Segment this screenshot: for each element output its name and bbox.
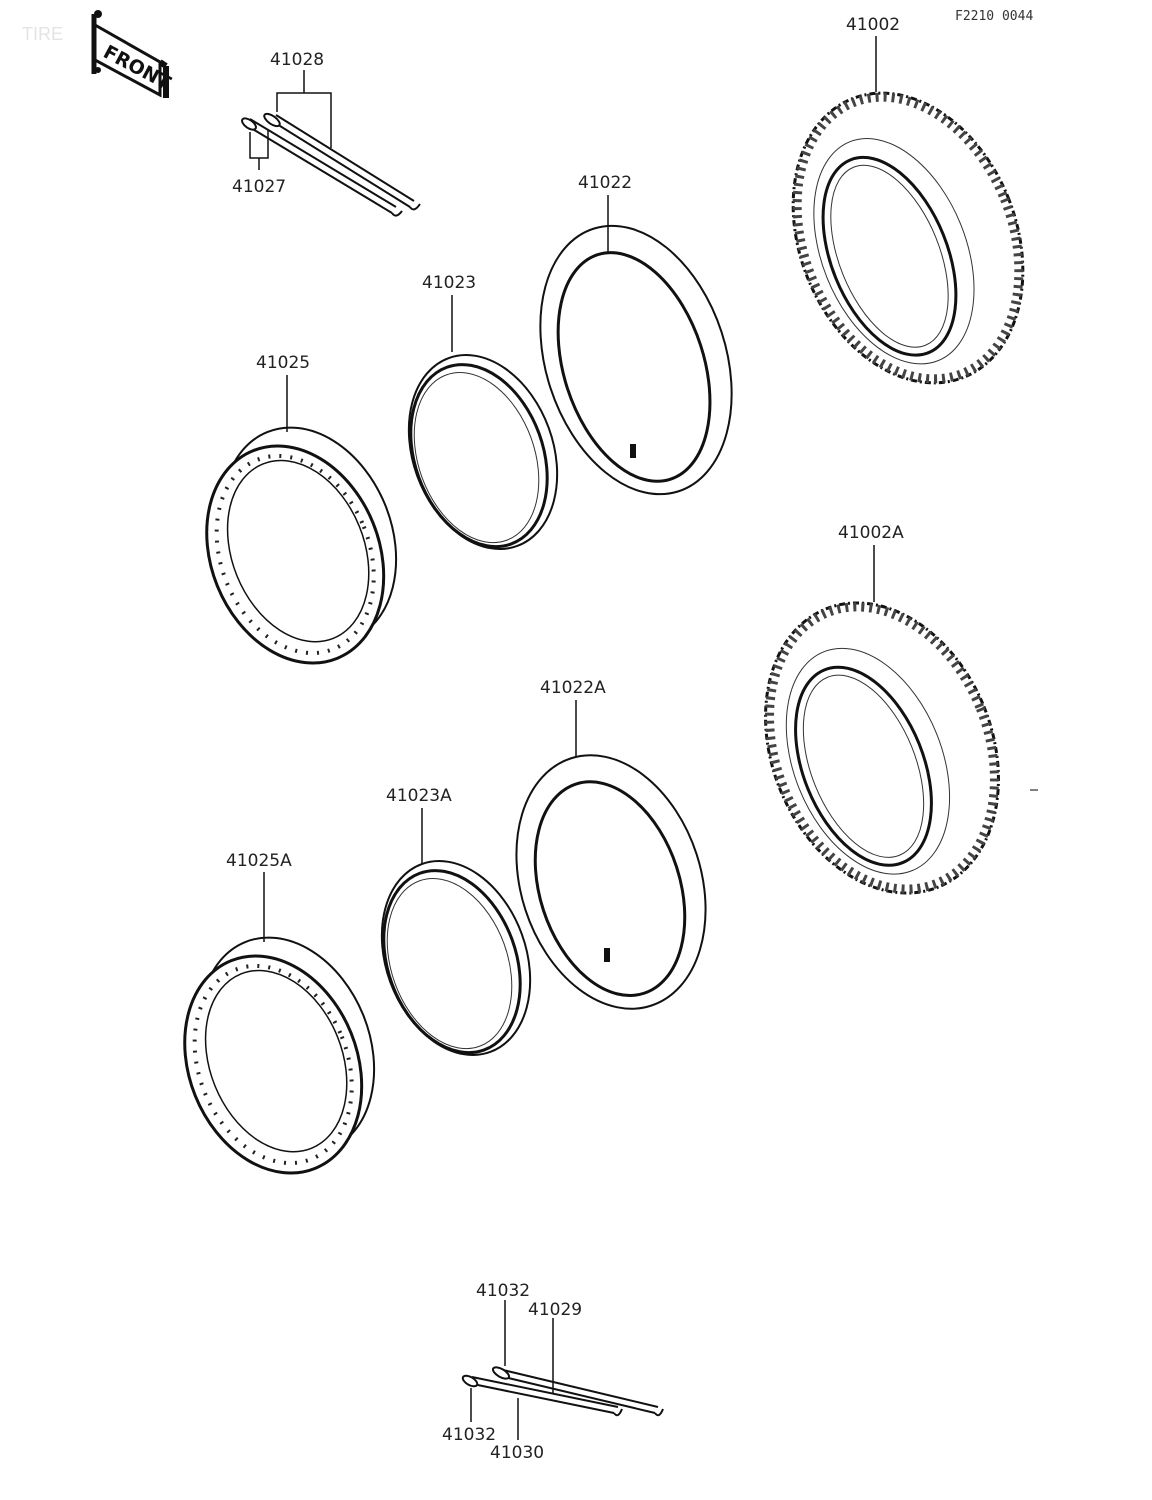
tube-41022 (539, 224, 733, 496)
label-41029: 41029 (528, 1300, 582, 1320)
tire-41002 (791, 91, 1025, 385)
rim-strip-41023 (407, 354, 559, 550)
label-41022: 41022 (578, 173, 632, 193)
watermark-text: TIRE (22, 24, 63, 44)
label-41032-top: 41032 (476, 1281, 530, 1301)
rim-strip-41023A (380, 860, 532, 1056)
label-41022A: 41022A (540, 678, 606, 698)
front-direction-tag: FRONT (91, 10, 174, 98)
label-41002A: 41002A (838, 523, 904, 543)
label-41023A: 41023A (386, 786, 452, 806)
label-41025A: 41025A (226, 851, 292, 871)
label-41030: 41030 (490, 1443, 544, 1463)
tube-41022A (515, 754, 707, 1010)
valve-stem-41022A (604, 948, 610, 962)
spoke-set-lower (461, 1300, 664, 1440)
label-41027: 41027 (232, 177, 286, 197)
rim-41025 (205, 426, 398, 665)
label-41002: 41002 (846, 15, 900, 35)
label-41032-bottom: 41032 (442, 1425, 496, 1445)
figure-code: F2210 0044 (955, 9, 1033, 24)
label-41023: 41023 (422, 273, 476, 293)
rim-41025A (183, 936, 376, 1175)
label-41028: 41028 (270, 50, 324, 70)
tire-41002A (764, 601, 1000, 895)
spoke-set-upper (241, 70, 421, 217)
valve-stem-41022 (630, 444, 636, 458)
label-41025: 41025 (256, 353, 310, 373)
